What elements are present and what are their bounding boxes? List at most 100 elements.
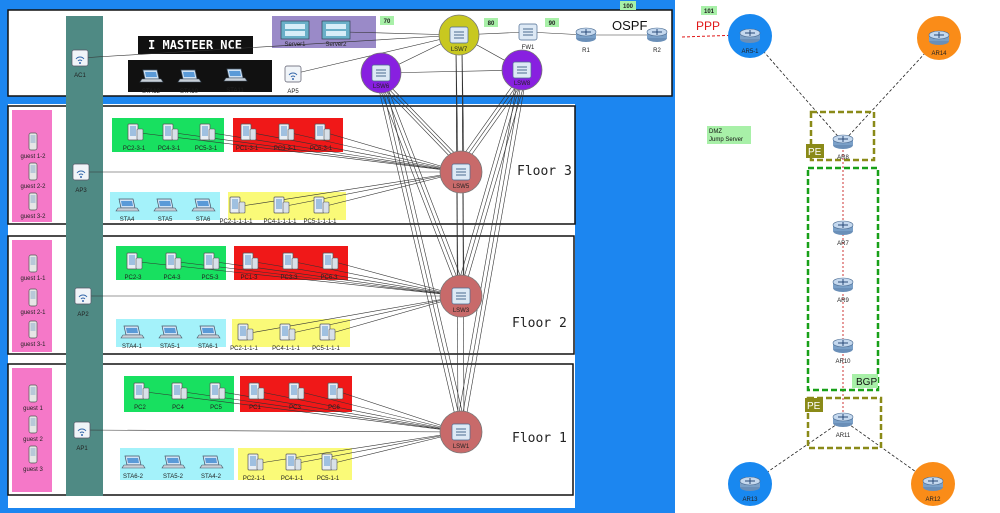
floor3-green-pc-1[interactable]: PC2-3-1 — [123, 123, 146, 152]
floor1-station-1[interactable]: STA6-2 — [121, 455, 146, 480]
floor3-green-pc-1-label: PC2-3-1 — [123, 146, 146, 152]
lsw7[interactable]: LSW7 — [449, 26, 469, 53]
lsw6[interactable]: LSW6 — [371, 64, 391, 90]
floor3-station-3[interactable]: STA6 — [191, 198, 216, 223]
floor2-station-3-label: STA6-1 — [198, 344, 219, 350]
floor3-green-pc-2[interactable]: PC4-3-1 — [158, 123, 181, 152]
phone-icon — [28, 320, 38, 339]
server1[interactable]: Server1 — [280, 20, 310, 48]
sta-top-2[interactable]: STA10 — [177, 69, 202, 95]
server2-label: Server2 — [325, 42, 347, 48]
guest-phone-f1-3[interactable]: guest 3 — [23, 445, 44, 473]
tag-70: 70 — [384, 19, 391, 25]
floor3-yellow-pc-2[interactable]: PC4-1-1-1-1 — [263, 196, 297, 225]
bgp-label-bg — [852, 374, 878, 388]
router-icon — [739, 476, 761, 492]
link-floor3-yellow — [325, 171, 462, 207]
floor3-red-pc-3[interactable]: PC6-3-1 — [310, 123, 333, 152]
floor2-yellow-pc-1[interactable]: PC2-1-1-1 — [230, 323, 258, 352]
floor1-red-pc-3[interactable]: PC6 — [327, 382, 344, 411]
floor3-station-1[interactable]: STA4 — [115, 198, 140, 223]
guest-phone-f1-1[interactable]: guest 1 — [23, 384, 44, 412]
floor1-red-pc-2-label: PC3 — [289, 405, 301, 411]
link-lsw6-lsw1 — [380, 80, 462, 425]
floor3-yellow-pc-3[interactable]: PC5-1-1-1-1 — [303, 196, 337, 225]
floor2-yellow-pc-1-label: PC2-1-1-1 — [230, 346, 258, 352]
guest-phone-f3-1[interactable]: guest 1-2 — [20, 132, 46, 160]
floor1-station-2[interactable]: STA5-2 — [161, 455, 186, 480]
fw1[interactable]: FW1 — [518, 23, 538, 51]
floor2-green-pc-3[interactable]: PC5-3 — [201, 252, 220, 281]
ap2[interactable]: AP2 — [74, 287, 92, 318]
floor1-station-3[interactable]: STA4-2 — [199, 455, 224, 480]
floor2-yellow-pc-2[interactable]: PC4-1-1-1 — [272, 323, 300, 352]
floor2-red-pc-1-label: PC1-3 — [240, 275, 258, 281]
floor1-red-pc-2[interactable]: PC3 — [288, 382, 305, 411]
floor1-yellow-pc-2[interactable]: PC4-1-1 — [281, 453, 304, 482]
floor3-red-pc-1[interactable]: PC1-3-1 — [236, 123, 259, 152]
guest-phone-f2-3[interactable]: guest 3-1 — [20, 320, 46, 348]
floor2-red-pc-2[interactable]: PC3-3 — [280, 252, 299, 281]
link-floor2-green — [138, 261, 462, 297]
ar8[interactable]: AR8 — [832, 134, 854, 161]
lsw3[interactable]: LSW3 — [451, 287, 471, 314]
floor1-yellow-pc-1[interactable]: PC2-1-1 — [243, 453, 266, 482]
lsw8[interactable]: LSW8 — [512, 61, 532, 87]
floor2-red-pc-3[interactable]: PC6-3 — [320, 252, 339, 281]
floor3-green-pc-3[interactable]: PC5-3-1 — [195, 123, 218, 152]
ar10[interactable]: AR10 — [832, 338, 854, 365]
tag90-bg — [545, 18, 559, 27]
floor3-station-2[interactable]: STA5 — [153, 198, 178, 223]
ar14[interactable]: AR14 — [928, 30, 950, 57]
lsw3-label: LSW3 — [453, 308, 470, 314]
floor2-yellow-pc-3[interactable]: PC5-1-1-1 — [312, 323, 340, 352]
link-lsw6-lsw3 — [384, 80, 466, 289]
floor1-green-pc-3[interactable]: PC5 — [209, 382, 226, 411]
lsw5[interactable]: LSW5 — [451, 163, 471, 190]
floor1-yellow-pc-3[interactable]: PC5-1-1 — [317, 453, 340, 482]
guest-phone-f3-3[interactable]: guest 3-2 — [20, 192, 46, 220]
ar9[interactable]: AR9 — [832, 277, 854, 304]
guest-phone-f3-2[interactable]: guest 2-2 — [20, 162, 46, 190]
r1[interactable]: R1 — [575, 27, 597, 54]
floor3-red-pc-2[interactable]: PC3-3-1 — [274, 123, 297, 152]
floor1-green-pc-1[interactable]: PC2 — [133, 382, 150, 411]
ar7[interactable]: AR7 — [832, 220, 854, 247]
guest-phone-f2-1[interactable]: guest 1-1 — [20, 254, 46, 282]
sta-top-1[interactable]: STA12 — [139, 69, 164, 95]
floor2-red-pc-1[interactable]: PC1-3 — [240, 252, 259, 281]
ospf-label: OSPF — [612, 18, 647, 33]
floor2-station-2[interactable]: STA5-1 — [158, 325, 183, 350]
lsw1[interactable]: LSW1 — [451, 423, 471, 450]
sta-top-3[interactable]: STA11 — [223, 68, 248, 94]
floor2-station-3[interactable]: STA6-1 — [196, 325, 221, 350]
floor2-station-1[interactable]: STA4-1 — [120, 325, 145, 350]
sta-top-2-label: STA10 — [180, 89, 199, 95]
floor1-station-1-label: STA6-2 — [123, 474, 144, 480]
floor3-red-pc-2-label: PC3-3-1 — [274, 146, 297, 152]
server2[interactable]: Server2 — [321, 20, 351, 48]
guest-phone-f2-2[interactable]: guest 2-1 — [20, 288, 46, 316]
ar12[interactable]: AR12 — [922, 476, 944, 503]
floor2-green-pc-2[interactable]: PC4-3 — [163, 252, 182, 281]
floor3-yellow-pc-1[interactable]: PC2-1-1-1-1 — [219, 196, 253, 225]
pe-top-label: PE — [808, 147, 822, 158]
ap5-label: AP5 — [287, 89, 299, 95]
ap5[interactable]: AP5 — [284, 65, 302, 95]
floor2-green-pc-1[interactable]: PC2-3 — [124, 252, 143, 281]
r2[interactable]: R2 — [646, 27, 668, 54]
tag-80: 80 — [488, 21, 495, 27]
ar5[interactable]: AR5-1 — [739, 28, 761, 55]
guest-phone-f3-2-label: guest 2-2 — [20, 184, 46, 190]
ac1[interactable]: AC1 — [71, 49, 89, 79]
lsw8-label: LSW8 — [514, 81, 531, 87]
ar11[interactable]: AR11 — [832, 412, 854, 439]
ap1[interactable]: AP1 — [73, 421, 91, 452]
floor1-red-pc-1[interactable]: PC1 — [248, 382, 265, 411]
ap3[interactable]: AP3 — [72, 163, 90, 194]
floor2-green-pc-1-label: PC2-3 — [124, 275, 142, 281]
guest-phone-f3-3-label: guest 3-2 — [20, 214, 46, 220]
ar13[interactable]: AR13 — [739, 476, 761, 503]
guest-phone-f1-2[interactable]: guest 2 — [23, 415, 44, 443]
floor1-green-pc-2[interactable]: PC4 — [171, 382, 188, 411]
